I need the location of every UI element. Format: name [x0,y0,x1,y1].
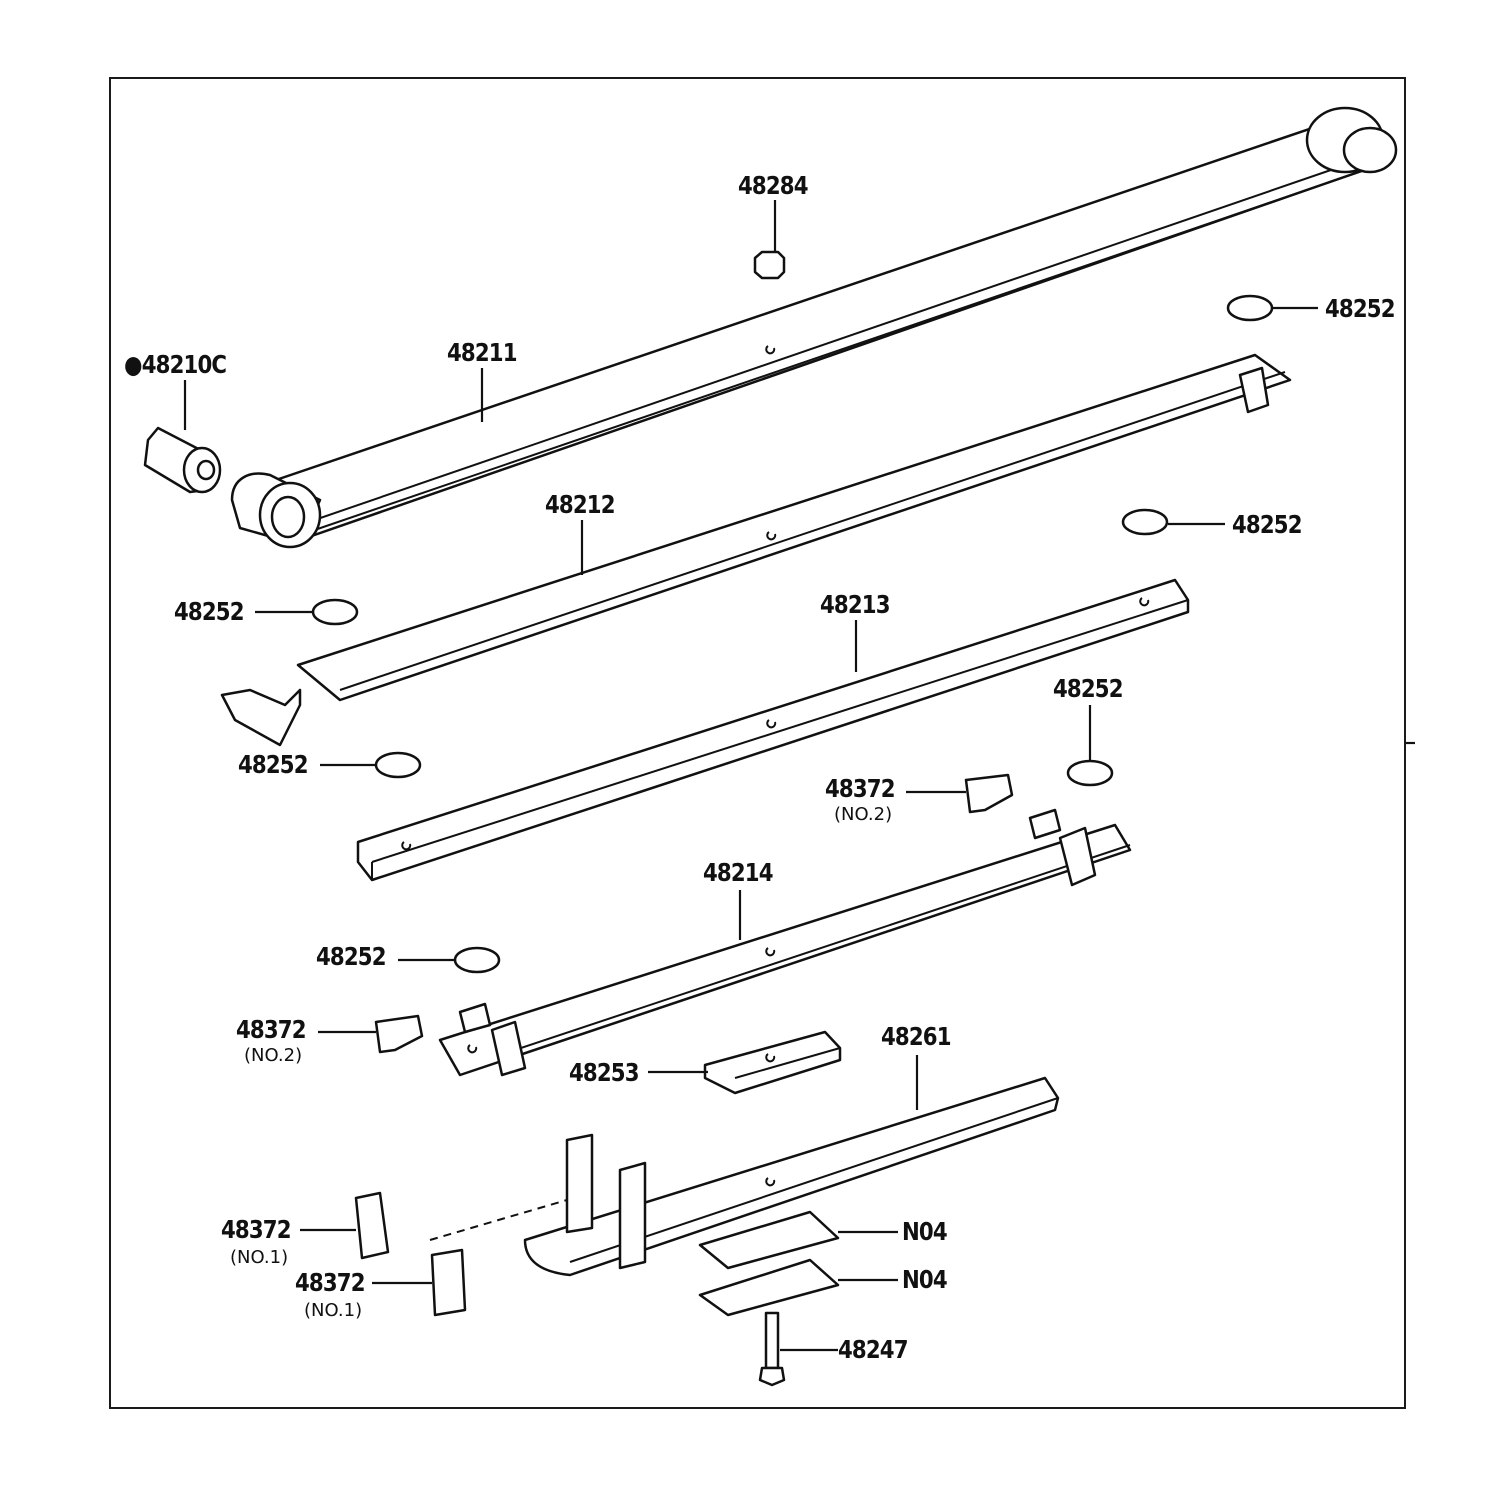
label-48372-sub: (NO.1) [304,1300,363,1321]
nut-48284[interactable] [753,250,786,280]
shim-n04-b[interactable] [698,1258,840,1317]
leaf-48213[interactable] [356,578,1190,882]
shim-n04-a[interactable] [698,1210,840,1270]
leaf-48214[interactable] [438,808,1132,1077]
center-bolt-48247[interactable] [758,1311,786,1387]
clip-cap-48252[interactable] [374,751,422,779]
label-48252[interactable]: 48252 [1232,510,1303,539]
label-n04[interactable]: N04 [902,1217,948,1246]
label-48213[interactable]: 48213 [820,590,891,619]
label-48372-sub: (NO.2) [244,1045,303,1066]
label-48212[interactable]: 48212 [545,490,616,519]
label-n04[interactable]: N04 [902,1265,948,1294]
spacer-48253[interactable] [703,1030,842,1095]
leaf-48211[interactable] [230,106,1398,549]
clip-cap-48252[interactable] [1066,759,1114,787]
label-48372[interactable]: 48372 [295,1268,366,1297]
label-48211[interactable]: 48211 [447,338,518,367]
clip-48372-no2[interactable] [374,1014,424,1054]
label-48372-sub: (NO.2) [834,804,893,825]
helper-leaf-48261[interactable] [429,1076,1060,1277]
clip-48372-no1[interactable] [430,1248,467,1317]
label-48252[interactable]: 48252 [316,942,387,971]
label-48284[interactable]: 48284 [738,171,809,200]
label-48372-sub: (NO.1) [230,1247,289,1268]
clip-cap-48252[interactable] [311,598,359,626]
leaf-48212[interactable] [220,353,1292,747]
label-48261[interactable]: 48261 [881,1022,952,1051]
label-48252[interactable]: 48252 [174,597,245,626]
label-48252[interactable]: 48252 [238,750,309,779]
label-48372[interactable]: 48372 [236,1015,307,1044]
label-48372[interactable]: 48372 [221,1215,292,1244]
label-48210c[interactable]: ●48210C [124,350,227,379]
clip-cap-48252[interactable] [1121,508,1169,536]
label-48252[interactable]: 48252 [1053,674,1124,703]
label-48253[interactable]: 48253 [569,1058,640,1087]
label-48247[interactable]: 48247 [838,1335,909,1364]
clip-cap-48252[interactable] [453,946,501,974]
label-48252[interactable]: 48252 [1325,294,1396,323]
leader-lines [183,200,1415,1352]
label-48214[interactable]: 48214 [703,858,774,887]
bushing-48210c[interactable] [143,426,222,494]
clip-48372-no2[interactable] [964,773,1014,814]
clip-48372-no1[interactable] [354,1191,390,1260]
clip-cap-48252[interactable] [1226,294,1274,322]
bullet-marker-icon: ● [124,350,143,379]
diagram-frame [109,77,1406,1409]
label-48372[interactable]: 48372 [825,774,896,803]
